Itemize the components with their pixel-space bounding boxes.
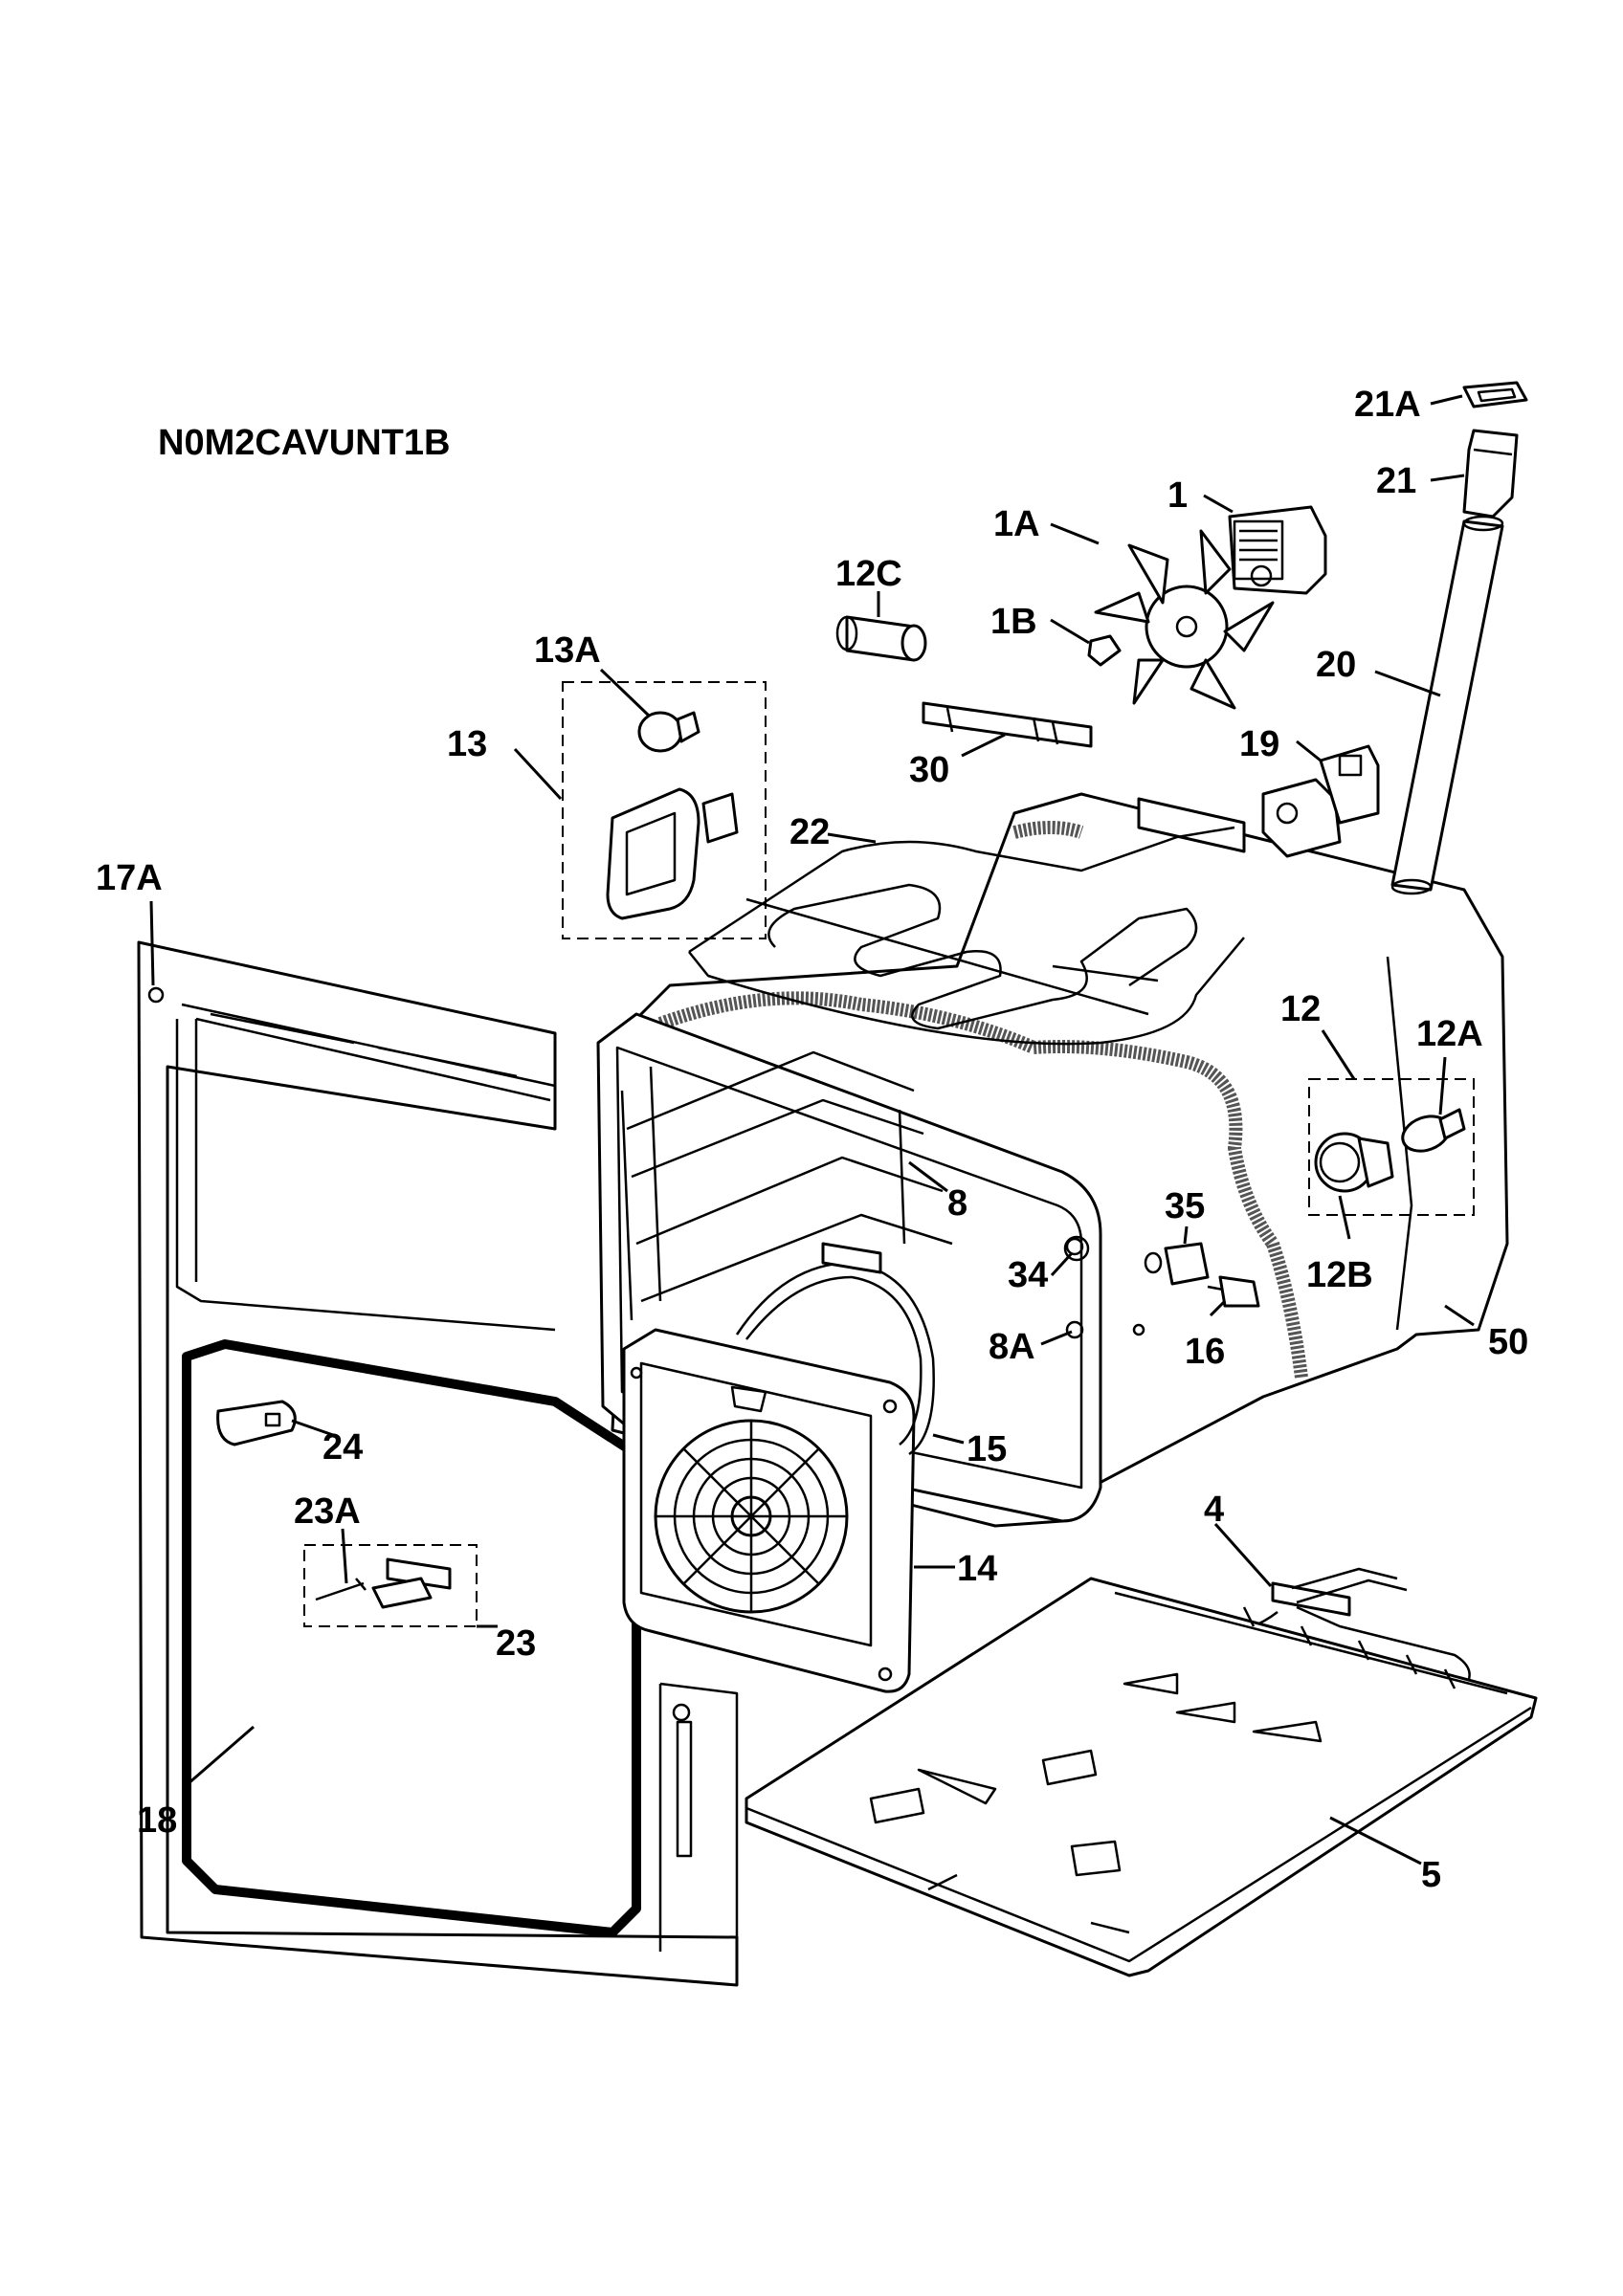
label-17A: 17A (96, 858, 163, 898)
label-21A: 21A (1354, 385, 1421, 425)
label-35: 35 (1165, 1186, 1205, 1226)
hinge-plate-part-23 (371, 1557, 452, 1609)
vent-cap-part-21 (1462, 429, 1519, 519)
label-12A: 12A (1416, 1014, 1483, 1054)
label-23: 23 (496, 1623, 536, 1664)
bracket-part-30 (922, 701, 1093, 748)
fan-blade-part-1A (1094, 529, 1275, 710)
label-21: 21 (1376, 461, 1416, 501)
vent-gasket-part-21A (1462, 381, 1528, 408)
label-34: 34 (1008, 1255, 1048, 1295)
label-1: 1 (1167, 475, 1188, 516)
thermal-cutout-part-16 (1207, 1275, 1260, 1308)
lamp-bulb-part-12A (1401, 1108, 1466, 1153)
door-seal-part-18 (182, 1339, 641, 1937)
vent-tube-part-20 (1390, 515, 1504, 895)
label-12B: 12B (1306, 1255, 1373, 1295)
label-5: 5 (1421, 1855, 1441, 1895)
label-1A: 1A (993, 504, 1040, 544)
label-8: 8 (947, 1183, 967, 1224)
grommet-part-34 (1065, 1237, 1084, 1256)
lamp-assembly-box-13 (562, 681, 767, 939)
grill-element-part-22 (688, 797, 1246, 1046)
hinge-pin-part-23A (315, 1578, 367, 1601)
circular-element-part-15 (735, 1242, 935, 1456)
cable-clamp-part-12C (835, 615, 927, 662)
label-13: 13 (447, 724, 487, 764)
label-18: 18 (137, 1800, 177, 1841)
fan-motor-part-1 (1228, 505, 1327, 595)
lamp-housing-part-12B (1314, 1132, 1394, 1193)
hinge-part-24 (216, 1400, 297, 1446)
label-1B: 1B (990, 602, 1037, 642)
label-12C: 12C (835, 554, 902, 594)
fan-nut-part-1B (1087, 634, 1122, 667)
lamp-assembly-box-12 (1308, 1078, 1475, 1216)
label-23A: 23A (294, 1491, 361, 1532)
label-22: 22 (789, 812, 830, 852)
label-20: 20 (1316, 645, 1356, 685)
label-16: 16 (1185, 1332, 1225, 1372)
part-labels: 21A 21 1 1A 12C 1B 13A 20 13 19 30 22 17… (96, 385, 1528, 1895)
lamp-cover-part-13 (606, 787, 739, 920)
door-panel (137, 940, 739, 1987)
label-14: 14 (957, 1549, 997, 1589)
bottom-panel-part-5 (745, 1577, 1538, 1977)
thermostat-part-19 (1261, 744, 1380, 858)
label-8A: 8A (989, 1327, 1035, 1367)
label-24: 24 (322, 1427, 363, 1468)
label-50: 50 (1488, 1322, 1528, 1362)
leader-lines (149, 394, 1475, 1866)
model-title: N0M2CAVUNT1B (158, 423, 450, 463)
label-12: 12 (1280, 989, 1321, 1029)
lamp-bulb-part-13A (637, 711, 700, 753)
label-13A: 13A (534, 630, 601, 671)
label-19: 19 (1239, 724, 1279, 764)
label-4: 4 (1204, 1490, 1224, 1530)
switch-part-35 (1144, 1242, 1210, 1286)
label-15: 15 (967, 1429, 1007, 1469)
fan-cover-part-14 (622, 1328, 916, 1693)
label-30: 30 (909, 750, 949, 790)
